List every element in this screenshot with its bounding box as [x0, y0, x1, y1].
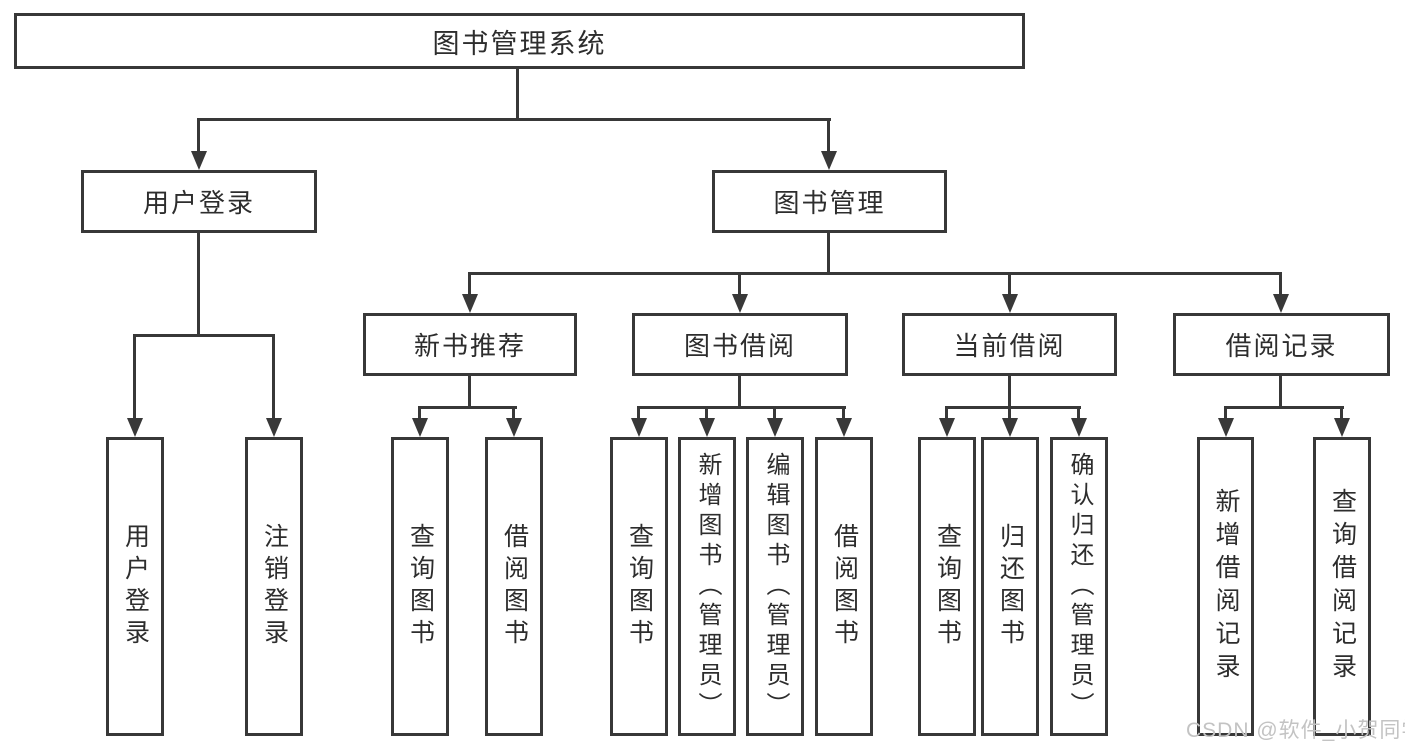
connector-leaf-c2-stem — [705, 406, 708, 420]
node-book-mgmt: 图书管理 — [712, 170, 947, 233]
connector-leaf-d2-stem — [1008, 406, 1011, 420]
connector-leaf-c1-stem — [637, 406, 640, 420]
connector-book-mgmt-stem — [827, 118, 830, 154]
leaf-newbook-query-label: 查询图书 — [406, 522, 435, 651]
connector-record-trunk — [1279, 376, 1282, 409]
node-root: 图书管理系统 — [14, 13, 1025, 69]
node-new-book-recommend-label: 新书推荐 — [413, 331, 526, 361]
connector-current-trunk — [1008, 376, 1011, 409]
leaf-user-login: 用户登录 — [106, 437, 164, 736]
leaf-borrow-query: 查询图书 — [610, 437, 668, 736]
connector-leaf-e2-stem — [1340, 406, 1343, 420]
node-book-mgmt-label: 图书管理 — [773, 188, 886, 218]
node-borrow-record: 借阅记录 — [1173, 313, 1390, 376]
connector-sec-borrow-stem — [738, 272, 741, 296]
connector-leaf-b2-stem — [512, 406, 515, 420]
arrow-to-leaf-d3 — [1071, 418, 1087, 437]
arrow-to-leaf-c4 — [836, 418, 852, 437]
arrow-to-sec-record — [1273, 294, 1289, 313]
leaf-record-add: 新增借阅记录 — [1197, 437, 1254, 736]
leaf-current-confirm-admin: 确认归还（管理员） — [1050, 437, 1108, 736]
connector-leaf-d3-stem — [1077, 406, 1080, 420]
connector-leaf-a1-stem — [133, 334, 136, 420]
arrow-to-sec-current — [1002, 294, 1018, 313]
connector-newbook-trunk — [468, 376, 471, 409]
node-borrow-record-label: 借阅记录 — [1225, 331, 1338, 361]
leaf-record-query-label: 查询借阅记录 — [1328, 487, 1357, 686]
node-root-label: 图书管理系统 — [432, 28, 607, 59]
leaf-borrow-edit-admin: 编辑图书（管理员） — [746, 437, 804, 736]
leaf-current-return-label: 归还图书 — [996, 522, 1025, 651]
node-user-login: 用户登录 — [81, 170, 317, 233]
connector-borrow-splitter — [637, 406, 846, 409]
node-book-borrow-label: 图书借阅 — [683, 331, 796, 361]
arrow-to-sec-borrow — [732, 294, 748, 313]
arrow-to-leaf-b1 — [412, 418, 428, 437]
connector-leaf-c3-stem — [773, 406, 776, 420]
leaf-newbook-borrow-label: 借阅图书 — [500, 522, 529, 651]
arrow-to-sec-newbook — [462, 294, 478, 313]
connector-current-splitter — [946, 406, 1081, 409]
leaf-borrow-add-admin-label: 新增图书（管理员） — [694, 451, 721, 722]
leaf-record-add-label: 新增借阅记录 — [1212, 487, 1240, 686]
connector-root-stem — [516, 69, 519, 120]
csdn-watermark: CSDN @软件_小贺同学 — [1186, 719, 1405, 742]
connector-leaf-d1-stem — [945, 406, 948, 420]
arrow-to-leaf-c1 — [631, 418, 647, 437]
leaf-logout-label: 注销登录 — [260, 522, 289, 651]
leaf-borrow-borrow-label: 借阅图书 — [830, 522, 859, 651]
connector-sec-newbook-stem — [468, 272, 471, 296]
connector-user-login-trunk — [197, 233, 200, 336]
arrow-to-leaf-e1 — [1218, 418, 1234, 437]
connector-user-login-splitter — [134, 334, 275, 337]
connector-newbook-splitter — [418, 406, 517, 409]
leaf-newbook-borrow: 借阅图书 — [485, 437, 543, 736]
leaf-newbook-query: 查询图书 — [391, 437, 449, 736]
connector-book-mgmt-splitter — [469, 272, 1282, 275]
leaf-borrow-add-admin: 新增图书（管理员） — [678, 437, 736, 736]
arrow-to-leaf-c3 — [767, 418, 783, 437]
connector-user-login-stem — [197, 118, 200, 154]
connector-sec-record-stem — [1279, 272, 1282, 296]
node-current-borrow: 当前借阅 — [902, 313, 1117, 376]
arrow-to-user-login — [191, 151, 207, 170]
connector-book-mgmt-trunk — [827, 233, 830, 274]
node-book-borrow: 图书借阅 — [632, 313, 848, 376]
arrow-to-leaf-d1 — [939, 418, 955, 437]
arrow-to-leaf-b2 — [506, 418, 522, 437]
leaf-logout: 注销登录 — [245, 437, 303, 736]
arrow-to-leaf-c2 — [699, 418, 715, 437]
connector-leaf-c4-stem — [842, 406, 845, 420]
leaf-current-return: 归还图书 — [981, 437, 1039, 736]
connector-leaf-a2-stem — [272, 334, 275, 420]
connector-leaf-b1-stem — [418, 406, 421, 420]
arrow-to-leaf-e2 — [1334, 418, 1350, 437]
arrow-to-leaf-a2 — [266, 418, 282, 437]
node-user-login-label: 用户登录 — [142, 188, 255, 218]
leaf-borrow-query-label: 查询图书 — [625, 522, 654, 651]
leaf-record-query: 查询借阅记录 — [1313, 437, 1371, 736]
connector-root-splitter — [197, 118, 831, 121]
connector-record-splitter — [1224, 406, 1344, 409]
leaf-borrow-borrow: 借阅图书 — [815, 437, 873, 736]
leaf-borrow-edit-admin-label: 编辑图书（管理员） — [762, 451, 789, 722]
connector-sec-current-stem — [1008, 272, 1011, 296]
arrow-to-book-mgmt — [821, 151, 837, 170]
leaf-current-confirm-admin-label: 确认归还（管理员） — [1066, 451, 1093, 722]
arrow-to-leaf-d2 — [1002, 418, 1018, 437]
arrow-to-leaf-a1 — [127, 418, 143, 437]
leaf-current-query: 查询图书 — [918, 437, 976, 736]
node-new-book-recommend: 新书推荐 — [363, 313, 577, 376]
connector-leaf-e1-stem — [1224, 406, 1227, 420]
leaf-user-login-label: 用户登录 — [121, 522, 150, 651]
node-current-borrow-label: 当前借阅 — [953, 331, 1066, 361]
leaf-current-query-label: 查询图书 — [933, 522, 962, 651]
connector-borrow-trunk — [738, 376, 741, 409]
